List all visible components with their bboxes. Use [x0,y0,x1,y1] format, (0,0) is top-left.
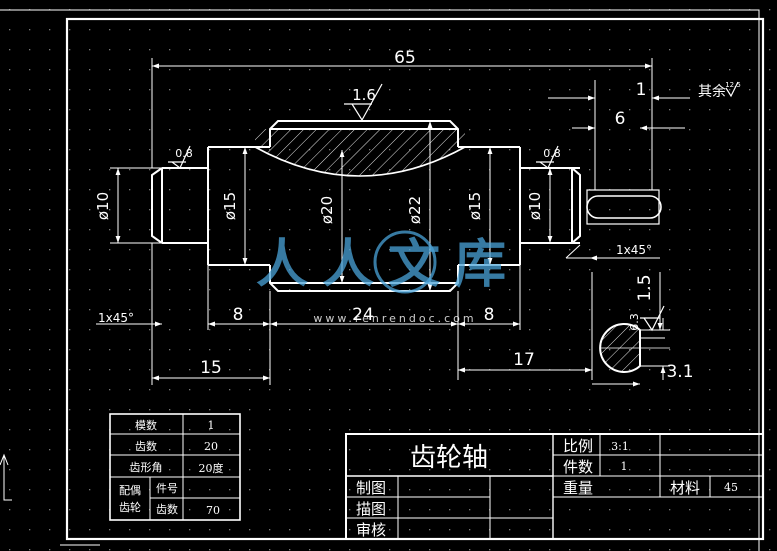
watermark-url: www.renrendoc.com [313,312,476,325]
dim-dia-root: ø20 [318,196,336,224]
quantity-value: 1 [621,460,628,473]
dim-chamfer-right: 1x45° [616,243,652,257]
gear-table-label: 齿形角 [130,461,163,474]
roughness-rest-label: 其余 [698,83,726,100]
dim-left-step: 8 [233,305,244,325]
roughness-rest-value: 12.5 [725,81,741,89]
material-label: 材料 [670,479,700,497]
checked-by-label: 审核 [356,521,386,539]
gear-table-label: 模数 [135,419,157,432]
watermark-brand: 人人文库 [256,235,520,295]
dim-chamfer-left: 1x45° [98,311,134,325]
quantity-label: 件数 [563,458,593,476]
scale-label: 比例 [563,437,593,455]
gear-table-value: 20 [204,440,218,453]
mating-part-no-label: 件号 [156,482,178,495]
roughness-text: 1.6 0.8 0.8 6.3 其余 12.5 [175,81,741,331]
dim-overall-length: 65 [394,48,416,68]
gear-section-hatch [254,129,466,177]
dim-section-width: 3.1 [666,362,693,382]
scale-value: 3:1 [611,440,629,453]
dim-dia-right-journal: ø15 [466,192,484,220]
title-block-text: 齿轮轴 比例 3:1 件数 1 重量 材料 45 制图 描图 审核 [356,437,738,539]
dim-gear-width: 24 [352,305,374,325]
dimension-lines [96,58,690,385]
section-view [592,272,670,387]
title-block [345,433,764,540]
part-name: 齿轮轴 [410,443,488,473]
roughness-gear-surface: 1.6 [352,86,376,104]
dim-right-segment: 17 [513,350,535,370]
dim-dia-left-end: ø10 [94,192,112,220]
roughness-left-shoulder: 0.8 [175,147,193,160]
gear-table-label: 齿数 [135,440,157,453]
dim-keyway-length: 6 [615,109,626,129]
material-value: 45 [724,481,738,494]
mating-teeth-value: 70 [206,504,220,517]
dim-right-step: 8 [484,305,495,325]
gear-table-value: 1 [208,419,215,432]
mating-gear-label-2: 齿轮 [119,500,141,514]
mating-gear-label-1: 配偶 [119,484,141,497]
dim-dia-right-end: ø10 [526,192,544,220]
dim-keyway-offset: 1 [636,80,647,100]
gear-parameter-table [109,413,241,521]
traced-by-label: 描图 [356,500,386,518]
dim-dia-tip: ø22 [406,196,424,224]
dimension-text: 65 1 6 ø10 ø15 ø20 ø22 ø15 ø10 8 24 8 15… [94,48,652,378]
gear-table-text: 模数 1 齿数 20 齿形角 20度 配偶 齿轮 件号 齿数 70 [119,419,224,517]
drawn-by-label: 制图 [356,479,386,497]
weight-label: 重量 [563,479,593,497]
ucs-icon [0,453,100,546]
mating-teeth-label: 齿数 [156,503,178,516]
dim-section-depth: 1.5 [635,274,655,301]
dim-left-segment: 15 [200,358,222,378]
roughness-right-shoulder: 0.8 [543,147,561,160]
gear-table-value: 20度 [199,461,224,475]
dim-dia-left-journal: ø15 [221,192,239,220]
watermark: 人人文库 www.renrendoc.com [256,230,520,325]
